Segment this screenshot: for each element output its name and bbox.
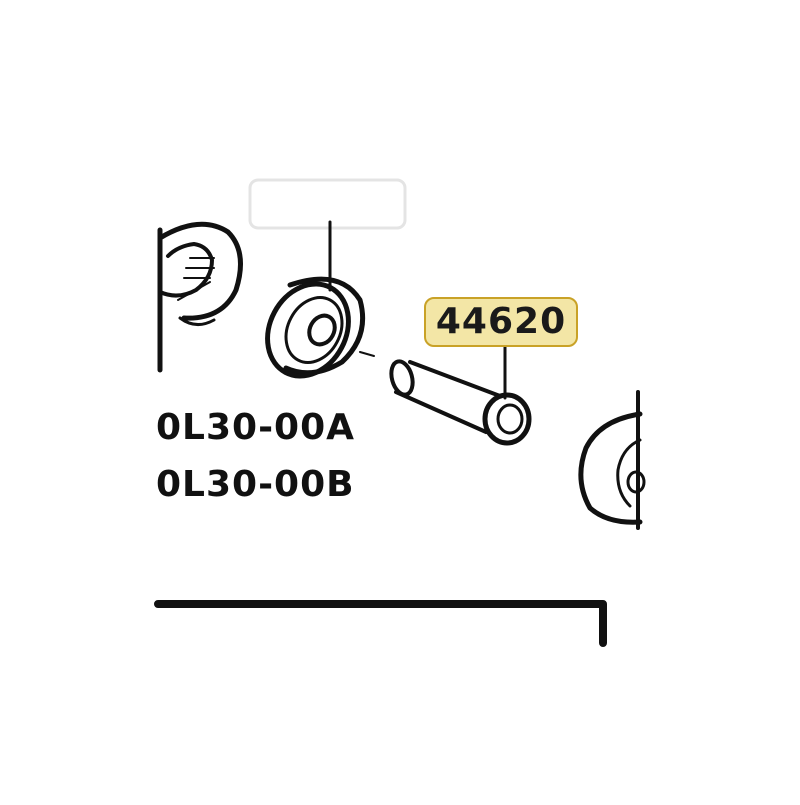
table-frame <box>154 600 607 647</box>
part-number-label: 0L30-00B <box>156 464 355 505</box>
highlighted-part-callout[interactable]: 44620 <box>424 297 578 347</box>
sleeve-bushing <box>389 343 532 446</box>
highlighted-part-number: 44620 <box>435 301 567 342</box>
bearing-middle <box>265 276 375 379</box>
bearing-right <box>578 390 646 530</box>
seal-ring-left <box>157 221 243 373</box>
erased-label-ghost <box>248 178 407 230</box>
part-number-label: 0L30-00A <box>156 407 355 448</box>
